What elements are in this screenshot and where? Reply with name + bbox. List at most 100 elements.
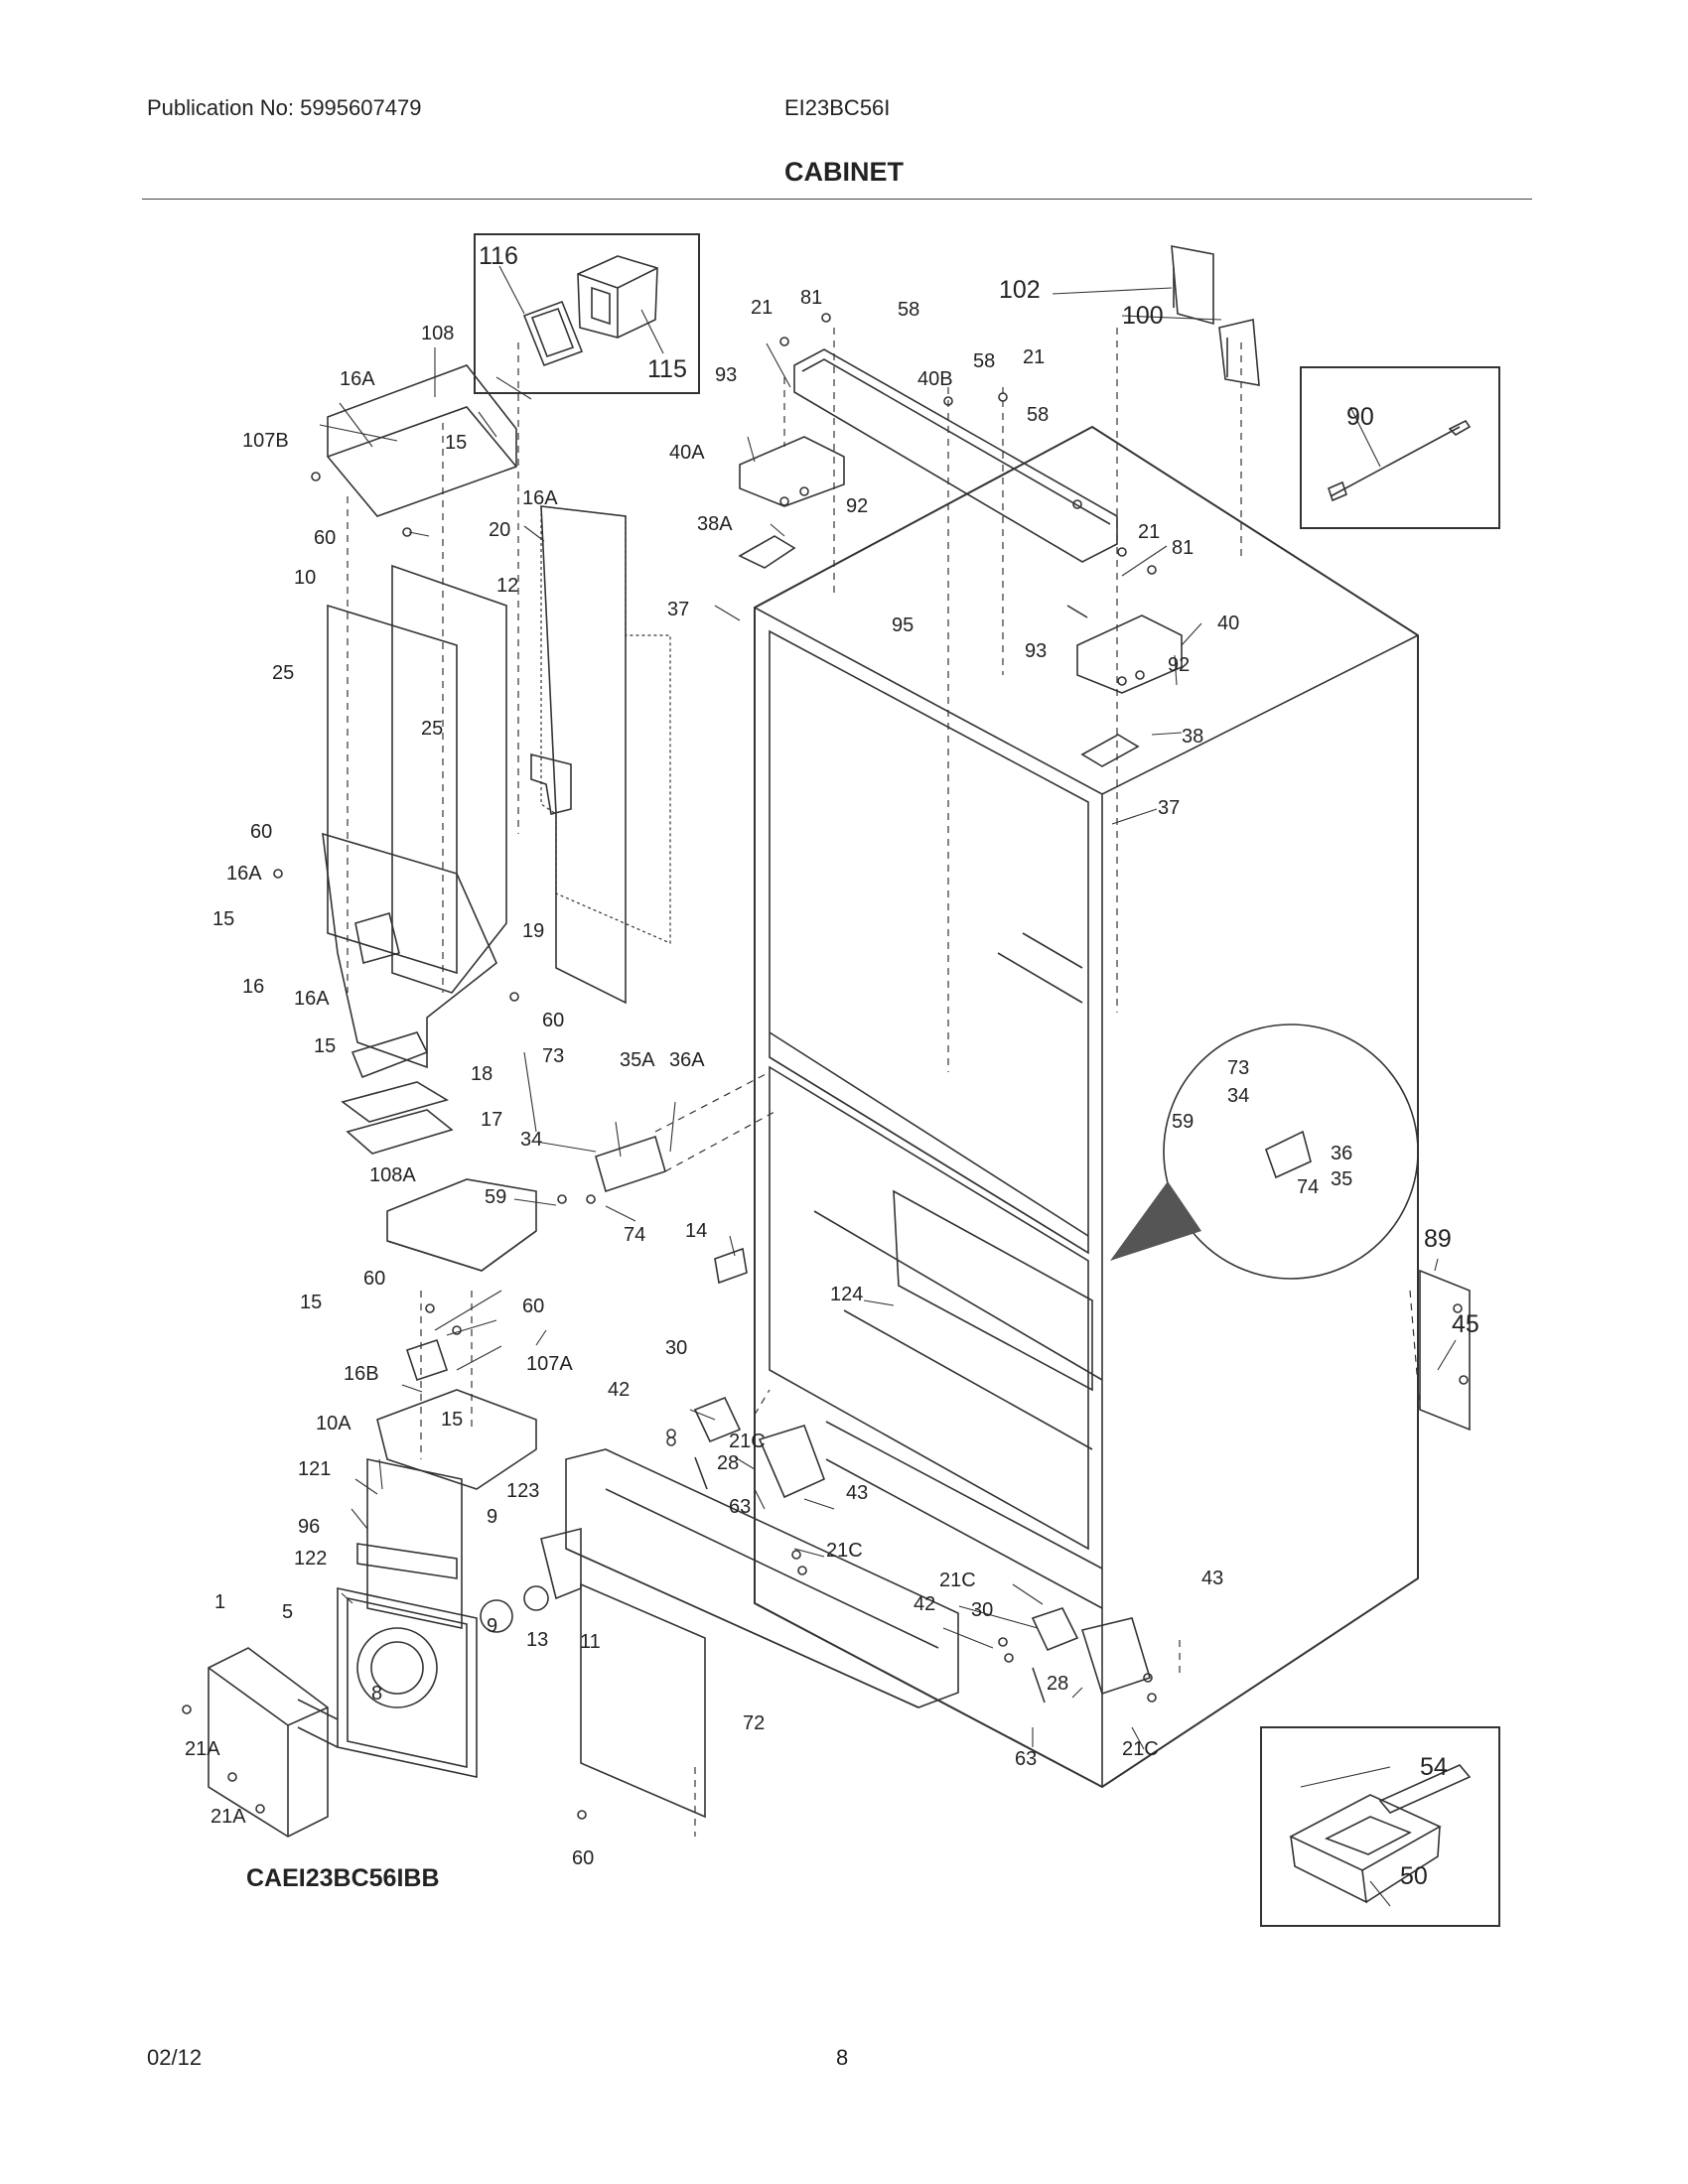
diagram-code: CAEI23BC56IBB <box>246 1864 440 1892</box>
callout-15-107A: 15 <box>441 1409 463 1431</box>
callout-45: 45 <box>1452 1310 1479 1338</box>
callout-60-108A-right: 60 <box>522 1296 544 1317</box>
callout-16B: 16B <box>344 1363 379 1385</box>
callout-50: 50 <box>1400 1862 1428 1890</box>
evaporator-cover-and-fan <box>208 1458 706 1838</box>
callout-10A: 10A <box>316 1413 352 1434</box>
callout-21A-upper: 21A <box>185 1738 220 1760</box>
callout-21C-left-b: 21C <box>826 1540 863 1562</box>
callout-36-detail: 36 <box>1331 1143 1352 1164</box>
callout-58-top: 58 <box>898 299 919 321</box>
callout-92-right: 92 <box>1168 654 1190 676</box>
top-hinge-assembly <box>738 245 1260 767</box>
callout-12: 12 <box>496 575 518 597</box>
callout-72: 72 <box>743 1712 765 1734</box>
inset-box-90 <box>1300 366 1500 529</box>
callout-15-108A: 15 <box>300 1292 322 1313</box>
callout-18: 18 <box>471 1063 492 1085</box>
callout-59-left: 59 <box>485 1186 506 1208</box>
callout-35-detail: 35 <box>1331 1168 1352 1190</box>
callout-54: 54 <box>1420 1753 1448 1781</box>
callout-30-left: 30 <box>665 1337 687 1359</box>
lower-hinge-assemblies <box>693 1247 1471 1704</box>
callout-108A: 108A <box>369 1164 416 1186</box>
publication-number: Publication No: 5995607479 <box>147 95 422 120</box>
callout-16A-upper: 16A <box>522 487 558 509</box>
callout-90: 90 <box>1346 403 1374 431</box>
callout-5: 5 <box>282 1601 293 1623</box>
callout-107A: 107A <box>526 1353 573 1375</box>
ice-dispenser-components <box>322 364 671 1155</box>
callout-93-top: 93 <box>715 364 737 386</box>
callout-38A: 38A <box>697 513 733 535</box>
callout-58-mid: 58 <box>973 350 995 372</box>
callout-43-left: 43 <box>846 1482 868 1504</box>
callout-102: 102 <box>999 276 1041 304</box>
callout-35A: 35A <box>620 1049 655 1071</box>
screws <box>182 313 1469 1820</box>
callout-leader-lines <box>319 265 1457 1907</box>
callout-63-right: 63 <box>1015 1748 1037 1770</box>
callout-40B: 40B <box>917 368 953 390</box>
callout-63-left: 63 <box>729 1496 751 1518</box>
callout-60-upper: 60 <box>314 527 336 549</box>
callout-60-bottom: 60 <box>572 1847 594 1869</box>
callout-20: 20 <box>489 519 510 541</box>
callout-37-left: 37 <box>667 599 689 620</box>
callout-34-left: 34 <box>520 1129 542 1151</box>
callout-123: 123 <box>506 1480 539 1502</box>
callout-16A-lower: 16A <box>294 988 330 1010</box>
assembly-guide-lines <box>347 328 1421 1837</box>
mid-hinge-and-detail-circle <box>595 1024 1419 1280</box>
callout-16A-top: 16A <box>340 368 375 390</box>
callout-122: 122 <box>294 1548 327 1570</box>
callout-21C-left-a: 21C <box>729 1431 766 1452</box>
callout-21C-right-b: 21C <box>1122 1738 1159 1760</box>
callout-74-left: 74 <box>624 1224 645 1246</box>
callout-42-right: 42 <box>914 1593 935 1615</box>
callout-96: 96 <box>298 1516 320 1538</box>
callout-73-detail: 73 <box>1227 1057 1249 1079</box>
callout-74-detail: 74 <box>1297 1176 1319 1198</box>
inset-box-54-50 <box>1260 1726 1500 1927</box>
callout-124: 124 <box>830 1284 863 1305</box>
callout-59-detail: 59 <box>1172 1111 1194 1133</box>
callout-17: 17 <box>481 1109 502 1131</box>
callout-labels: 116 115 108 16A 107B 15 16A 60 20 10 12 … <box>185 242 1479 1890</box>
callout-11: 11 <box>580 1631 601 1653</box>
callout-16A-left: 16A <box>226 863 262 885</box>
callout-9-lower: 9 <box>487 1615 497 1637</box>
page-title: CABINET <box>784 157 904 187</box>
callout-9-upper: 9 <box>487 1506 497 1528</box>
callout-73-left: 73 <box>542 1045 564 1067</box>
header-rule <box>142 199 1532 200</box>
callout-21-top-left: 21 <box>751 297 773 319</box>
callout-95: 95 <box>892 614 914 636</box>
callout-10: 10 <box>294 567 316 589</box>
kick-plate-grille <box>565 1448 959 1708</box>
callout-21-top-right: 21 <box>1023 346 1045 368</box>
callout-21C-right-a: 21C <box>939 1570 976 1591</box>
callout-60-left: 60 <box>250 821 272 843</box>
callout-100: 100 <box>1122 302 1164 330</box>
callout-37-right: 37 <box>1158 797 1180 819</box>
callout-16: 16 <box>242 976 264 998</box>
callout-19: 19 <box>522 920 544 942</box>
callout-25-mid: 25 <box>421 718 443 740</box>
callout-108: 108 <box>421 323 454 344</box>
callout-8: 8 <box>371 1683 382 1705</box>
callout-42-left: 42 <box>608 1379 630 1401</box>
callout-13: 13 <box>526 1629 548 1651</box>
callout-107B: 107B <box>242 430 289 452</box>
callout-15-left: 15 <box>212 908 234 930</box>
callout-40A: 40A <box>669 442 705 464</box>
footer-date: 02/12 <box>147 2045 203 2070</box>
callout-21-right: 21 <box>1138 521 1160 543</box>
dispenser-lower-housing <box>376 1178 537 1490</box>
callout-121: 121 <box>298 1458 331 1480</box>
callout-40: 40 <box>1217 613 1239 634</box>
callout-60-108A-left: 60 <box>363 1268 385 1290</box>
callout-28-right: 28 <box>1047 1673 1068 1695</box>
callout-38: 38 <box>1182 726 1203 748</box>
